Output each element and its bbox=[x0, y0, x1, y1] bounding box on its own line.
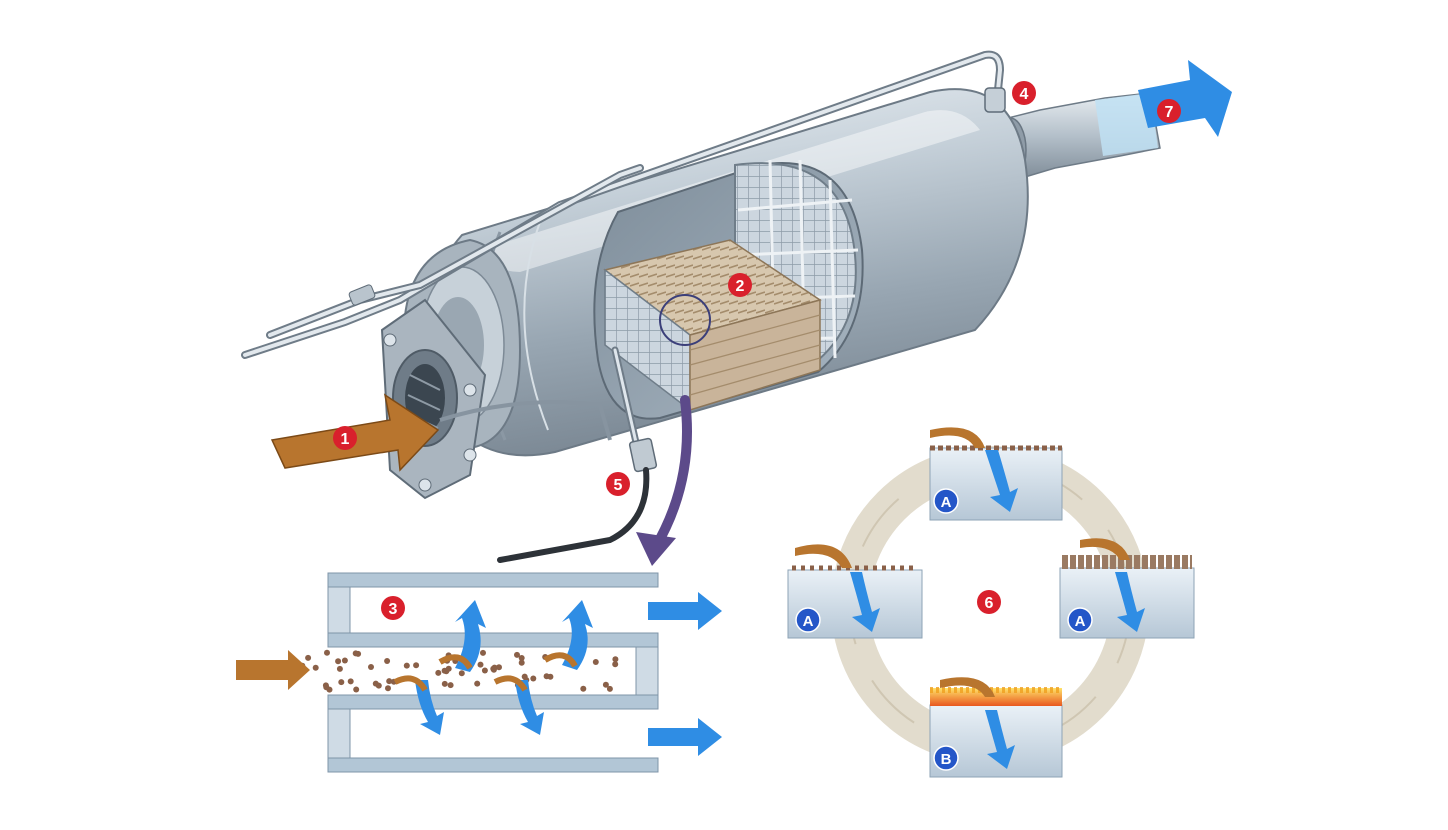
callout-7: 7 bbox=[1157, 99, 1181, 123]
callout-2-label: 2 bbox=[736, 278, 745, 295]
soot-particle bbox=[602, 681, 609, 688]
soot-particle bbox=[312, 664, 319, 671]
soot-particle bbox=[326, 686, 333, 693]
soot-particle bbox=[347, 678, 354, 685]
soot-particle bbox=[477, 661, 484, 668]
stage-badge-right: A bbox=[1067, 607, 1093, 633]
callout-6: 6 bbox=[977, 590, 1001, 614]
detail-pointer-arrow bbox=[650, 395, 692, 553]
soot-particles bbox=[299, 649, 619, 693]
wall-flow-detail bbox=[236, 572, 722, 773]
stage-badge-left: A bbox=[795, 607, 821, 633]
soot-particle bbox=[341, 657, 348, 664]
callout-4-label: 4 bbox=[1020, 86, 1029, 103]
soot-particle bbox=[441, 680, 448, 687]
clean-outflow-arrow-top bbox=[648, 592, 722, 630]
temperature-sensor bbox=[497, 346, 658, 563]
soot-particle bbox=[305, 654, 312, 661]
soot-particle bbox=[612, 656, 619, 663]
detail-magnifier-ring bbox=[659, 294, 711, 346]
soot-particle bbox=[413, 662, 420, 669]
soot-particle bbox=[592, 659, 599, 665]
stage-badge-top: A bbox=[933, 488, 959, 514]
soot-particle bbox=[447, 682, 454, 689]
callout-6-label: 6 bbox=[985, 595, 994, 612]
detail-inlet-arrow bbox=[236, 650, 310, 690]
soot-particle bbox=[385, 685, 391, 692]
callout-3-label: 3 bbox=[389, 601, 398, 618]
soot-particle bbox=[435, 669, 442, 676]
soot-particle bbox=[518, 655, 525, 661]
stage-badge-bottom: B bbox=[933, 745, 959, 771]
soot-particle bbox=[606, 685, 613, 692]
soot-particle bbox=[368, 664, 374, 670]
soot-particle bbox=[490, 666, 497, 673]
callout-5: 5 bbox=[606, 472, 630, 496]
soot-particle bbox=[496, 664, 502, 671]
exhaust-outlet-arrow bbox=[1138, 60, 1232, 137]
clean-outflow-arrow-bottom bbox=[648, 718, 722, 756]
soot-particle bbox=[353, 686, 360, 693]
callout-1: 1 bbox=[333, 426, 357, 450]
callout-7-label: 7 bbox=[1165, 104, 1174, 121]
pressure-lines bbox=[241, 50, 1006, 359]
soot-particle bbox=[336, 665, 343, 672]
soot-particle bbox=[338, 679, 345, 686]
soot-particle bbox=[612, 661, 619, 668]
dpf-canister bbox=[241, 50, 1161, 563]
stage-right-label: A bbox=[1075, 613, 1086, 630]
stage-left-label: A bbox=[803, 613, 814, 630]
stage-bottom-label: B bbox=[941, 751, 952, 768]
soot-particle bbox=[324, 649, 330, 656]
soot-particle bbox=[445, 665, 452, 672]
soot-particle bbox=[530, 675, 537, 682]
soot-particle bbox=[403, 662, 410, 669]
soot-particle bbox=[384, 658, 391, 664]
soot-particle bbox=[543, 673, 550, 680]
soot-particle bbox=[580, 685, 587, 692]
soot-particle bbox=[352, 650, 359, 657]
filter-core-block bbox=[603, 239, 822, 412]
pressure-sensor-fitting bbox=[984, 87, 1006, 113]
soot-particle bbox=[480, 649, 486, 656]
soot-particle bbox=[335, 658, 342, 665]
soot-particle bbox=[458, 670, 465, 677]
soot-particle bbox=[386, 678, 393, 685]
callout-3: 3 bbox=[381, 596, 405, 620]
soot-particle bbox=[372, 680, 379, 687]
callout-4: 4 bbox=[1012, 81, 1036, 105]
callout-5-label: 5 bbox=[614, 477, 623, 494]
soot-particle bbox=[474, 680, 481, 687]
soot-particle bbox=[518, 659, 525, 666]
callout-1-label: 1 bbox=[341, 431, 350, 448]
callout-2: 2 bbox=[728, 273, 752, 297]
soot-particle bbox=[481, 667, 488, 674]
soot-particle bbox=[514, 651, 520, 658]
stage-top-label: A bbox=[941, 494, 952, 511]
